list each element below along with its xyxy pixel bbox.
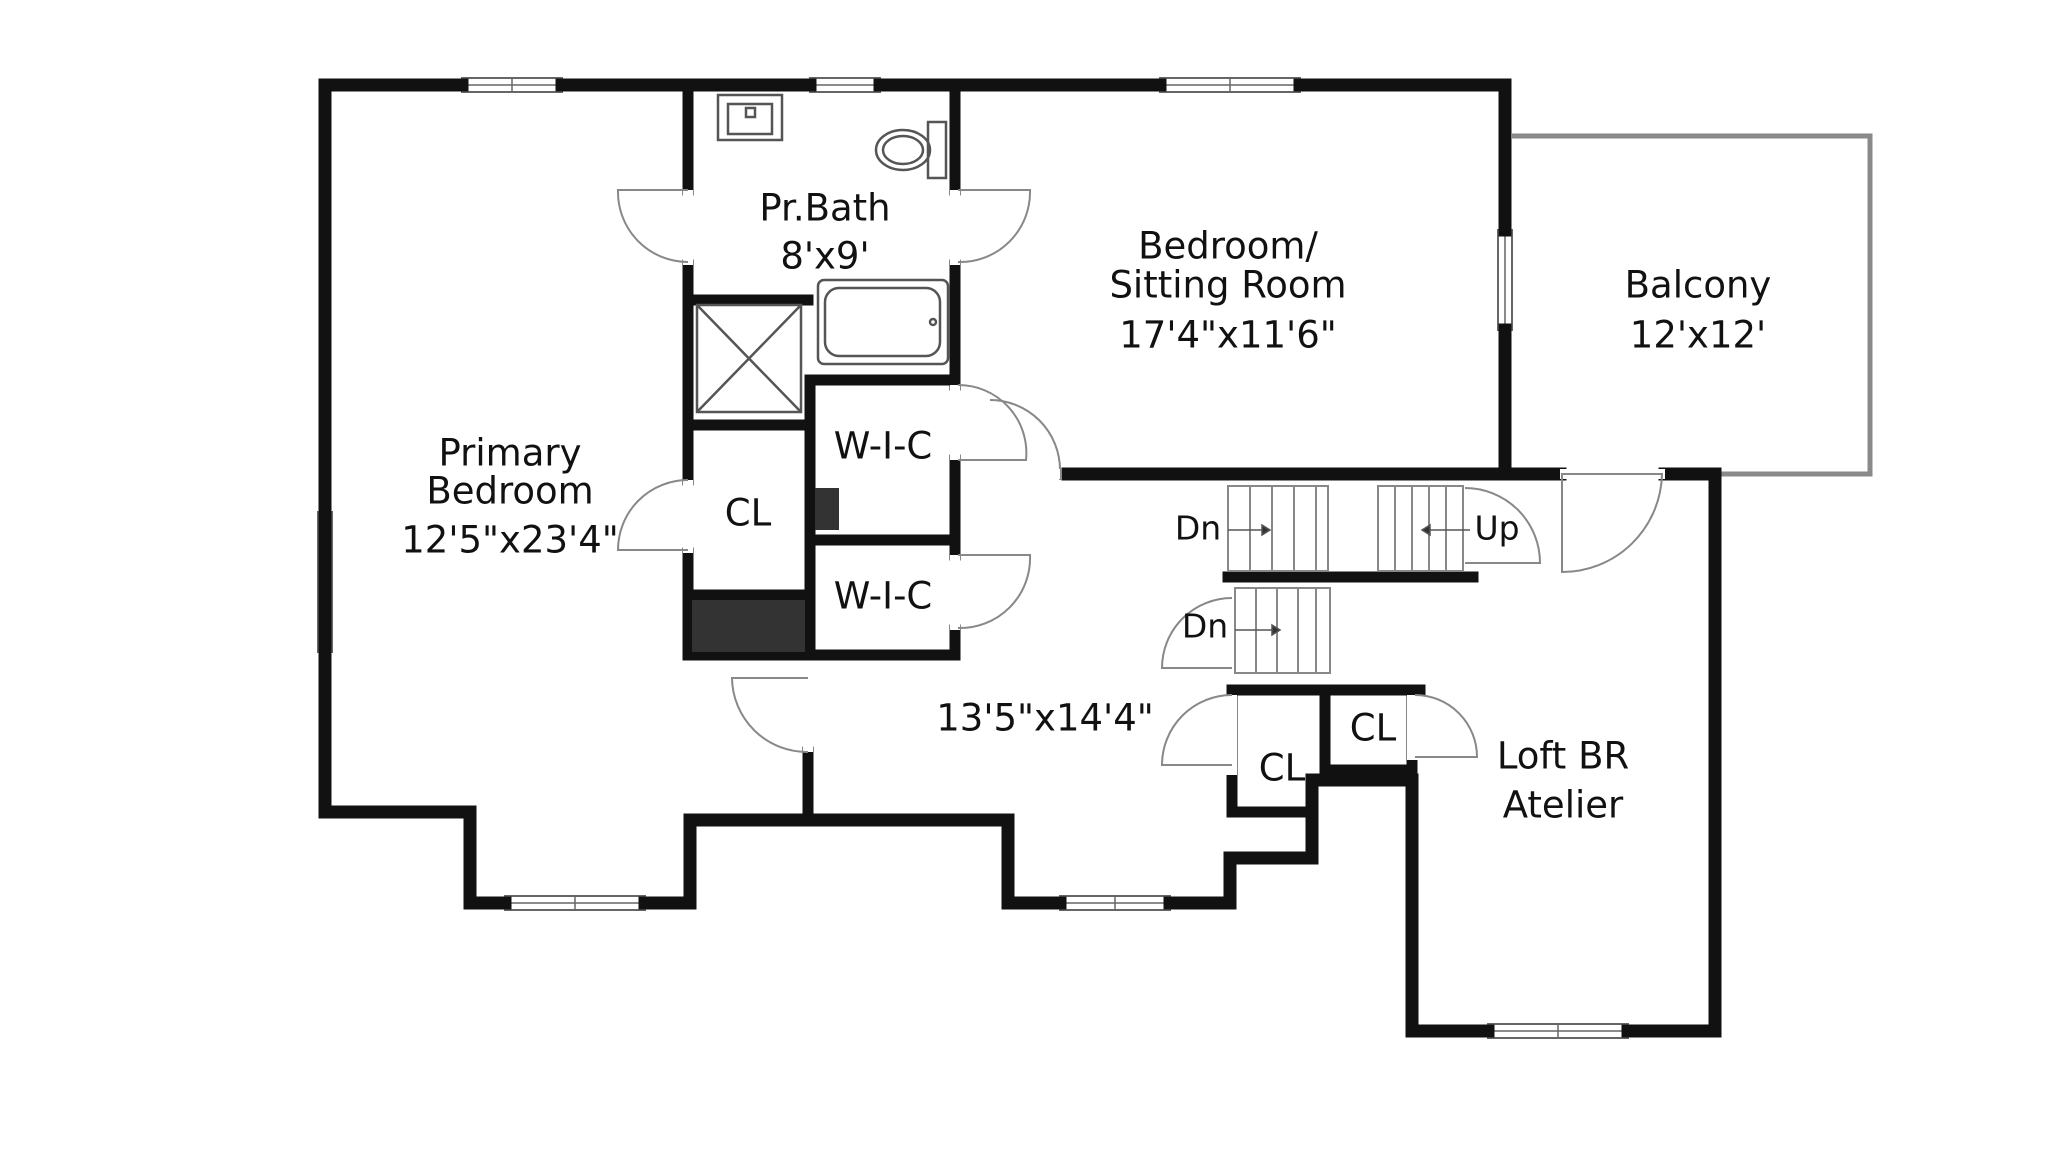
cl-shelf-fill [692, 600, 805, 652]
loft-closet-name: CL [1350, 707, 1397, 750]
wic-lower-name: W-I-C [834, 575, 933, 618]
sitting-room-name-1: Bedroom/ [1138, 225, 1318, 268]
primary-bath-name: Pr.Bath [759, 187, 890, 230]
wic-shelf-fill [815, 488, 839, 530]
door-hall-closet [1225, 695, 1237, 775]
stair-arrows [1228, 523, 1470, 637]
primary-bedroom-name-1: Primary [439, 432, 582, 475]
balcony-name: Balcony [1625, 264, 1772, 307]
door-wic-upper [950, 385, 960, 460]
bathtub-icon [816, 278, 950, 366]
balcony-size: 12'x12' [1630, 314, 1766, 357]
primary-closet-name: CL [725, 492, 772, 535]
wic-upper-name: W-I-C [834, 425, 933, 468]
loft-name-1: Loft BR [1497, 735, 1629, 778]
stair-down-upper-label: Dn [1175, 509, 1221, 548]
loft-name-2: Atelier [1503, 784, 1624, 827]
door-primary-hall [803, 672, 813, 752]
hall-size: 13'5"x14'4" [936, 697, 1154, 740]
stair-up [1377, 485, 1464, 572]
balcony-railing [1512, 133, 1873, 477]
stair-down-upper [1227, 485, 1329, 572]
primary-bath-size: 8'x9' [780, 235, 869, 278]
door-primary-closet [683, 480, 693, 553]
exterior-walls [318, 78, 1722, 1038]
room-labels: Primary Bedroom 12'5"x23'4" Pr.Bath 8'x9… [401, 187, 1771, 827]
stair-up-label: Up [1474, 509, 1519, 548]
door-loft-closet [1407, 695, 1419, 760]
shower-icon [695, 303, 803, 414]
door-sitting-hall [990, 469, 1060, 479]
sitting-room-name-2: Sitting Room [1109, 264, 1346, 307]
stair-down-lower-label: Dn [1182, 607, 1228, 646]
primary-bedroom-name-2: Bedroom [426, 470, 593, 513]
sink-icon [716, 93, 784, 142]
door-bath-sitting [950, 190, 960, 265]
hall-closet-name: CL [1259, 747, 1306, 790]
doors [616, 189, 1665, 775]
sitting-room-size: 17'4"x11'6" [1119, 314, 1337, 357]
door-primary-bath [683, 190, 693, 265]
primary-bedroom-size: 12'5"x23'4" [401, 519, 619, 562]
door-wic-lower [950, 555, 960, 630]
toilet-icon [874, 128, 932, 172]
bath-fixtures [695, 93, 950, 414]
